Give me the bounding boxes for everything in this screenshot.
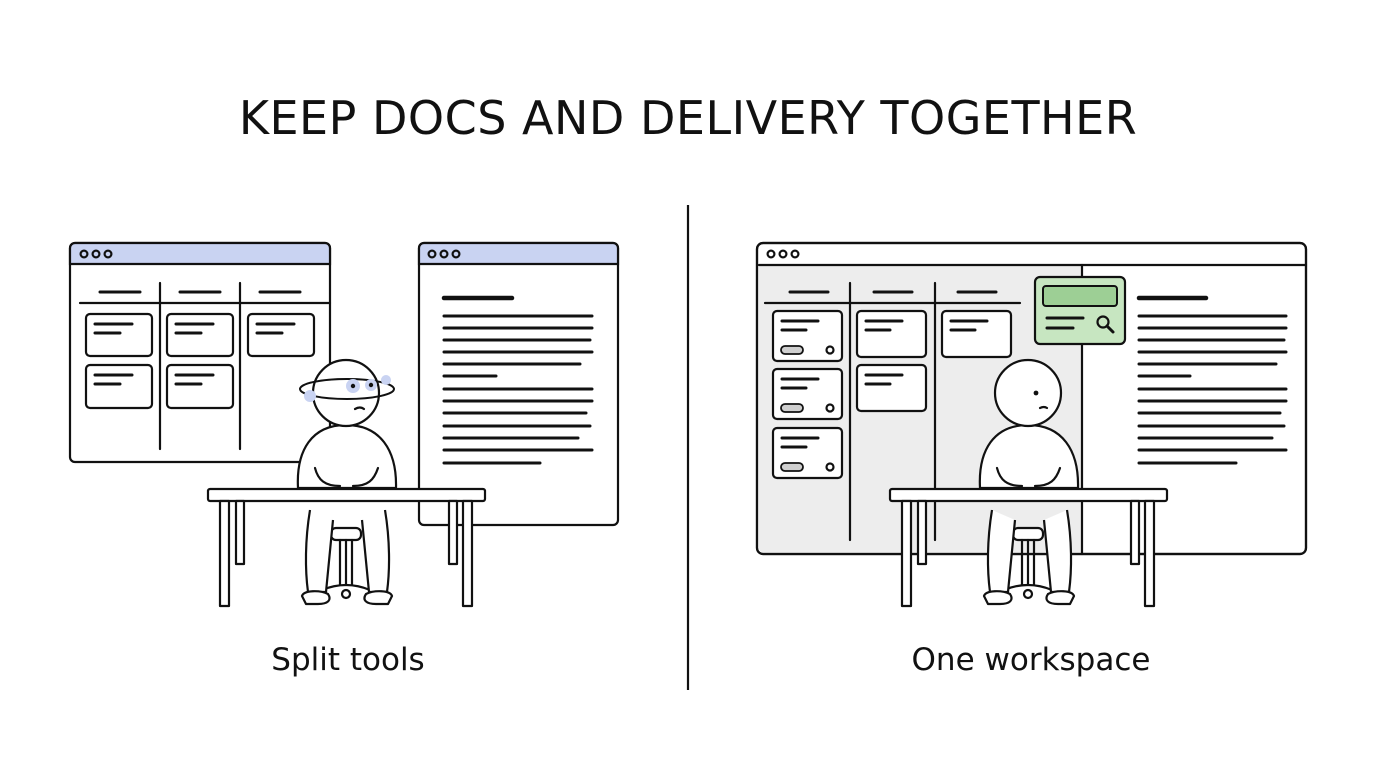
board-card [855, 309, 928, 359]
caption-one-workspace: One workspace [911, 642, 1151, 678]
board-card [771, 426, 844, 480]
board-card [771, 367, 844, 421]
search-icon [1096, 315, 1115, 334]
person-icon [978, 358, 1080, 606]
desk-icon [206, 487, 487, 608]
right-panel [755, 241, 1308, 608]
board-card [84, 312, 154, 358]
board-card [165, 312, 235, 358]
window-dots-icon [766, 249, 800, 259]
board-card [246, 312, 316, 358]
desk-icon [888, 487, 1169, 608]
left-doc-window [417, 241, 620, 527]
board-card [84, 363, 154, 410]
window-dots-icon [427, 249, 461, 259]
board-card [165, 363, 235, 410]
search-card [1033, 275, 1127, 346]
caption-split-tools: Split tools [271, 642, 425, 678]
left-panel [68, 241, 620, 608]
left-board-window [68, 241, 332, 464]
board-card [855, 363, 928, 413]
dizzy-icon [299, 375, 395, 402]
doc-text-lines [1137, 314, 1288, 465]
window-dots-icon [79, 249, 113, 259]
board-card [771, 309, 844, 363]
person-icon [296, 358, 398, 606]
page-title: KEEP DOCS AND DELIVERY TOGETHER [238, 91, 1138, 145]
doc-text-lines [442, 314, 594, 465]
board-card [940, 309, 1013, 359]
chair-icon [320, 526, 372, 600]
